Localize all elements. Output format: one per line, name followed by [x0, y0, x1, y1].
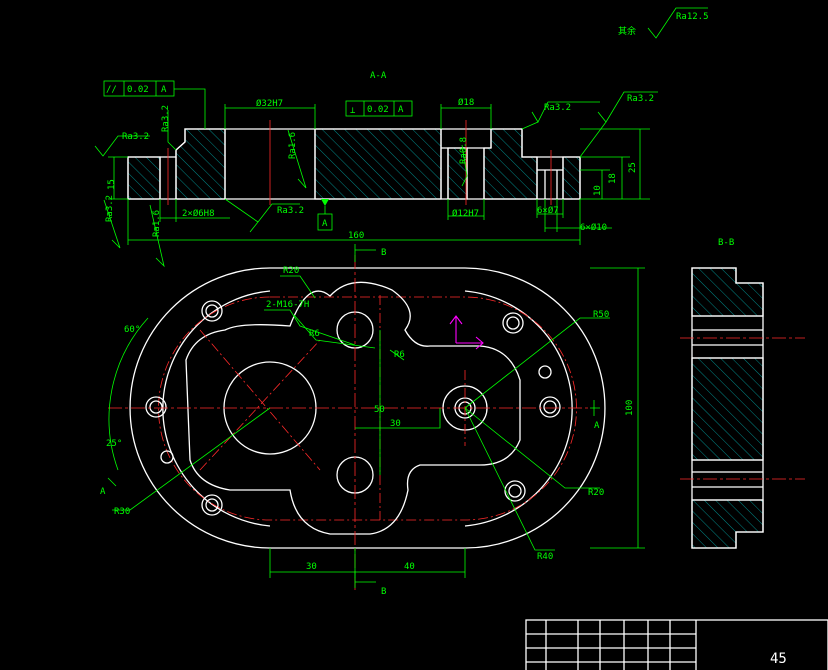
plan-view: B B A A R20 2-M16-7H R6 R6 R50 50 30 [100, 244, 645, 597]
svg-text:Ra3.2: Ra3.2 [544, 103, 571, 113]
svg-text:50: 50 [374, 405, 385, 415]
svg-text:6×Ø7: 6×Ø7 [537, 205, 559, 216]
rest-roughness-note: 其余 Ra12.5 [618, 7, 709, 39]
ucs-axis-icon [449, 315, 484, 350]
perpendicularity-icon: ⊥ [350, 106, 356, 116]
svg-text:A: A [594, 421, 600, 431]
section-bb-outline [691, 267, 764, 549]
svg-text:A: A [161, 85, 167, 95]
roughness-symbol-icon [647, 7, 708, 39]
section-b-b-title: B-B [718, 238, 734, 248]
svg-text:R6: R6 [309, 329, 320, 339]
svg-text:30: 30 [390, 419, 401, 429]
svg-text:10: 10 [593, 185, 603, 196]
svg-text:Ra3.2: Ra3.2 [627, 94, 654, 104]
bolt-holes [145, 300, 561, 516]
svg-text:0.02: 0.02 [127, 85, 149, 95]
section-aa-hatch-mid [314, 128, 442, 200]
svg-text:30: 30 [306, 562, 317, 572]
plan-cavity-outline [185, 281, 521, 535]
svg-text:6×Ø10: 6×Ø10 [580, 222, 607, 233]
svg-text:15: 15 [107, 179, 117, 190]
roughness-symbols-aa: Ra3.2 Ra3.2 Ra3.2 Ra3.2 Ra3.2 Ra1.6 Ra0.… [94, 91, 658, 268]
bolt-pitch-circle [158, 296, 577, 521]
svg-text:R50: R50 [593, 310, 609, 320]
section-aa-hatch-left2 [175, 128, 226, 200]
section-aa-hatch-right2 [562, 156, 581, 200]
perpendicularity-tolerance-frame: ⊥ 0.02 A [345, 100, 413, 117]
section-b-b: B-B [680, 238, 805, 549]
svg-text:R20: R20 [588, 488, 604, 498]
parallelism-tolerance-frame: // 0.02 A [103, 80, 206, 129]
plan-dimensions: R20 2-M16-7H R6 R6 R50 50 30 100 60° 25°… [106, 266, 645, 578]
parallelism-icon: // [106, 85, 117, 95]
svg-text:Ra3.2: Ra3.2 [161, 105, 171, 132]
svg-text:Ra0.8: Ra0.8 [459, 137, 469, 164]
svg-text:Ra3.2: Ra3.2 [105, 195, 115, 222]
datum-a-marker: A [317, 199, 333, 231]
section-a-a: A-A // 0.02 [94, 71, 658, 268]
svg-text:A: A [100, 487, 106, 497]
svg-text:R30: R30 [114, 507, 130, 517]
svg-text:Ra3.2: Ra3.2 [122, 132, 149, 142]
svg-text:R40: R40 [537, 552, 553, 562]
svg-text:160: 160 [348, 231, 364, 241]
svg-text:B: B [381, 248, 386, 258]
svg-text:25°: 25° [106, 439, 122, 449]
svg-text:A: A [398, 105, 404, 115]
svg-text:0.02: 0.02 [367, 105, 389, 115]
svg-text:25: 25 [628, 162, 638, 173]
svg-text:2×Ø6H8: 2×Ø6H8 [182, 208, 215, 219]
section-aa-hatch-right [483, 128, 538, 200]
svg-text:Ø32H7: Ø32H7 [256, 98, 283, 109]
svg-text:Ra1.6: Ra1.6 [288, 132, 298, 159]
rest-roughness-value: Ra12.5 [676, 12, 709, 22]
svg-text:Ø12H7: Ø12H7 [452, 208, 479, 219]
sheet-number: 45 [770, 651, 787, 667]
section-a-a-title: A-A [370, 71, 387, 81]
svg-text:R20: R20 [283, 266, 299, 276]
title-block: 45 [525, 619, 828, 670]
svg-text:2-M16-7H: 2-M16-7H [266, 300, 309, 310]
svg-text:Ø18: Ø18 [458, 97, 474, 108]
svg-text:40: 40 [404, 562, 415, 572]
svg-text:A: A [322, 219, 328, 229]
svg-text:Ra3.2: Ra3.2 [277, 206, 304, 216]
svg-text:100: 100 [625, 400, 635, 416]
svg-text:Ra1.6: Ra1.6 [152, 210, 162, 237]
rest-roughness-label: 其余 [618, 25, 636, 37]
svg-text:B: B [381, 587, 386, 597]
svg-text:18: 18 [608, 173, 618, 184]
svg-text:60°: 60° [124, 325, 140, 335]
section-aa-hatch-left [127, 156, 161, 200]
svg-text:R6: R6 [394, 350, 405, 360]
